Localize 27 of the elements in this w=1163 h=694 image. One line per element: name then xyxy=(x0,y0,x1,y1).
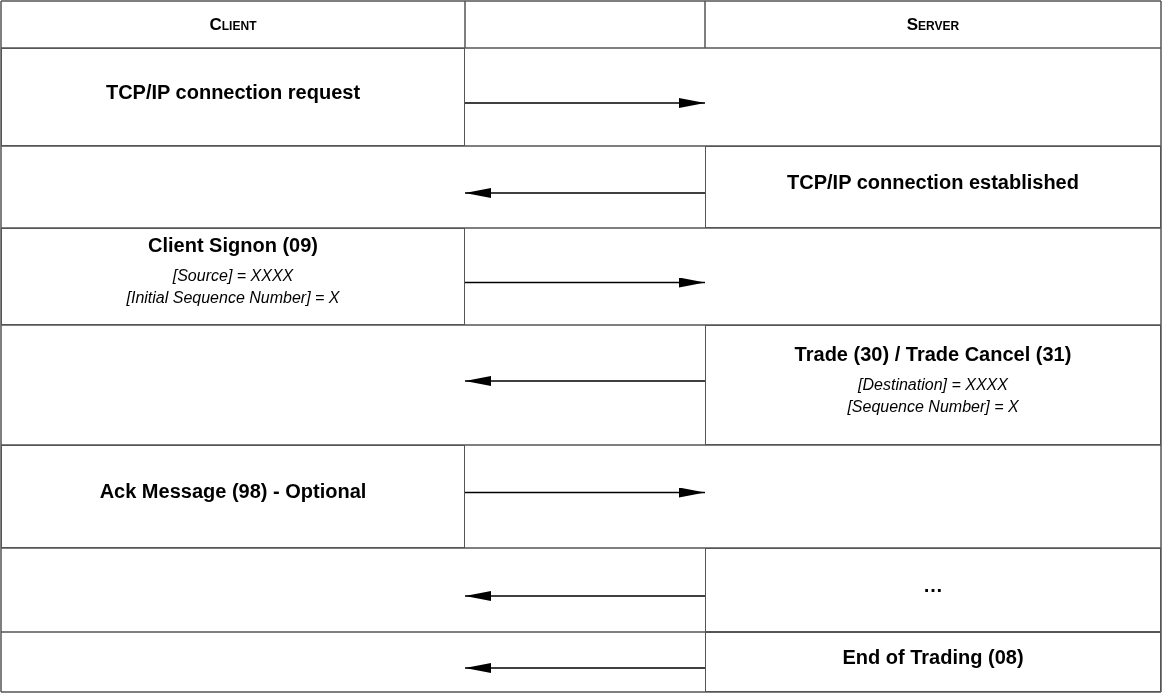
arrow xyxy=(464,591,706,601)
table-cell xyxy=(705,325,1161,445)
message-name: TCP/IP connection established xyxy=(787,170,1079,194)
message-name: Client Signon (09) xyxy=(148,234,318,257)
arrow xyxy=(464,188,706,198)
message-name: TCP/IP connection request xyxy=(105,80,361,104)
table-cell xyxy=(1,48,465,146)
arrow xyxy=(464,663,706,673)
message-name: End of Trading (08) xyxy=(842,645,1024,669)
table-cell xyxy=(1,445,465,548)
parameter-text: [Sequence Number] = X xyxy=(847,396,1019,417)
arrow xyxy=(464,487,706,498)
parameter-text: [Source] = XXXX xyxy=(172,266,294,286)
table-cell xyxy=(705,146,1161,228)
column-header: Client xyxy=(209,14,257,35)
arrow xyxy=(464,376,706,386)
column-header: Server xyxy=(906,14,960,35)
table-cell xyxy=(705,632,1161,692)
table-cell xyxy=(705,548,1161,632)
parameter-text: [Destination] = XXXX xyxy=(858,374,1008,395)
message-name: … xyxy=(923,573,943,597)
table-cell xyxy=(1,228,465,325)
arrow xyxy=(464,277,706,288)
arrow xyxy=(464,98,706,108)
message-name: Ack Message (98) - Optional xyxy=(99,480,367,503)
message-name: Trade (30) / Trade Cancel (31) xyxy=(794,342,1072,366)
parameter-text: [Initial Sequence Number] = X xyxy=(126,288,340,308)
